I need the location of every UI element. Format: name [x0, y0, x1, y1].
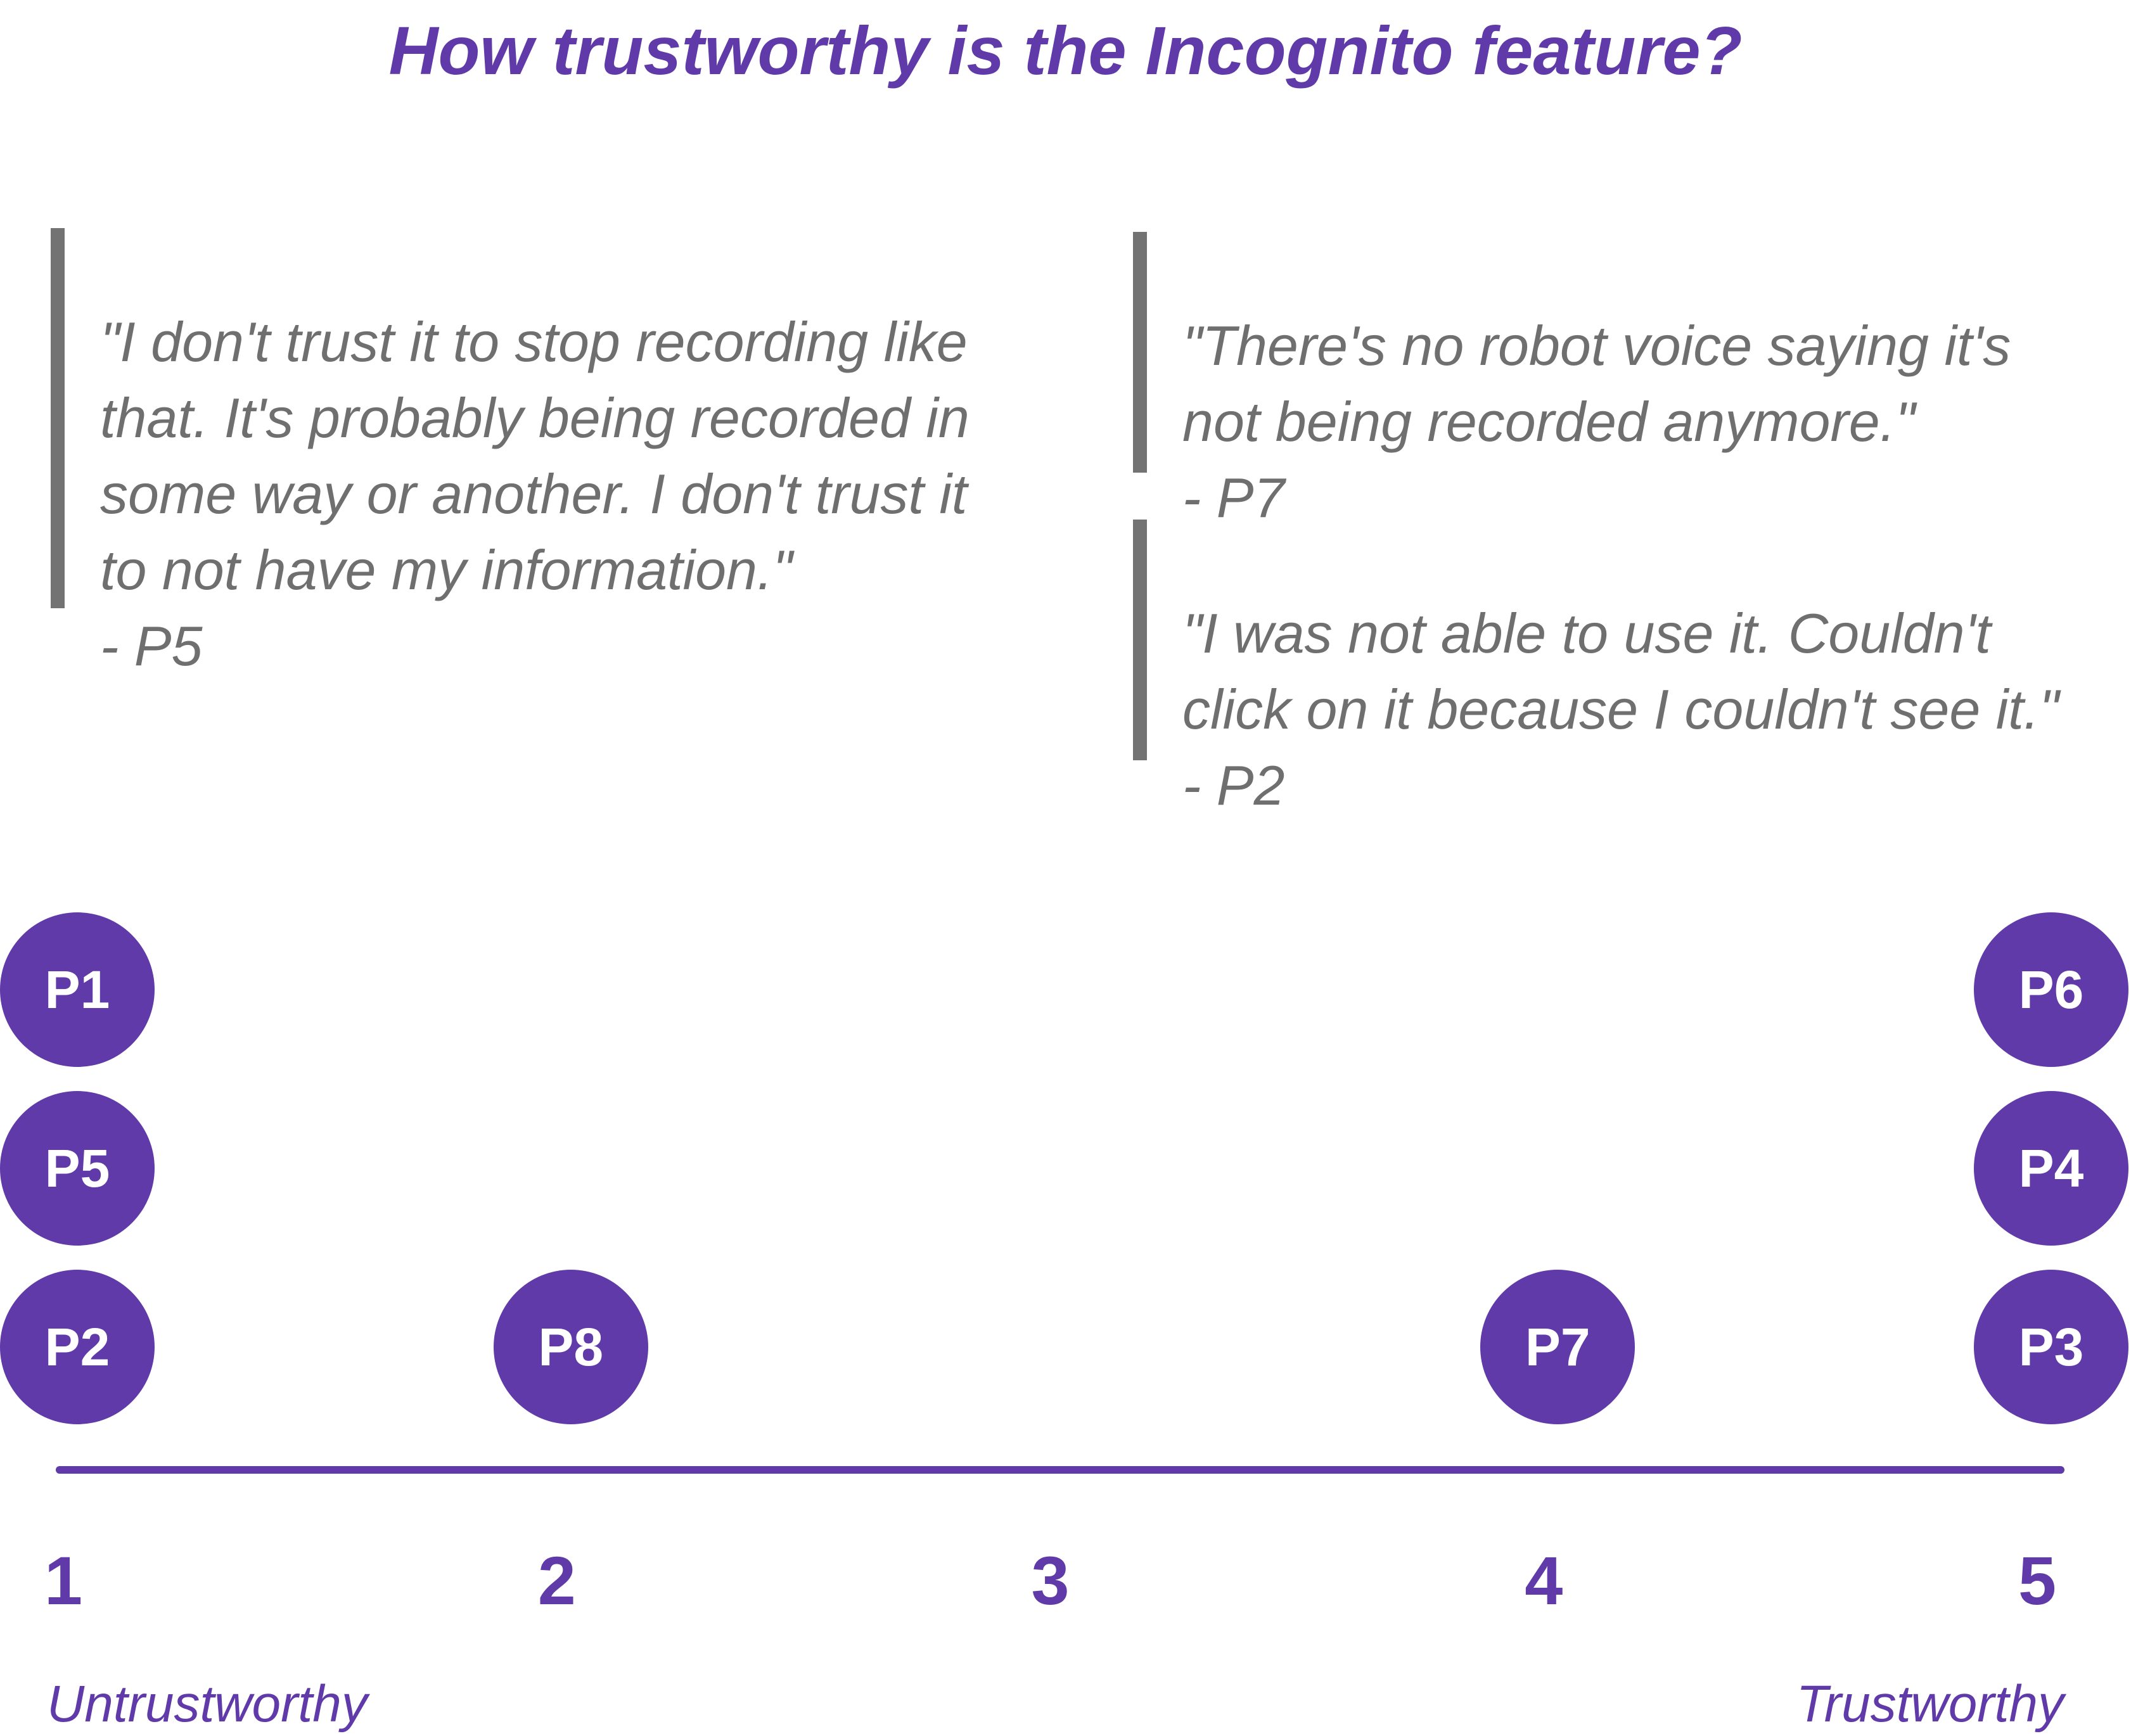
scale-tick-2: 2 [537, 1542, 576, 1619]
page-title: How trustworthy is the Incognito feature… [388, 12, 1743, 89]
quote-p2: "I was not able to use it. Couldn't clic… [1133, 520, 2121, 817]
quote-p5: "I don't trust it to stop recording like… [51, 228, 1065, 677]
quote-text: "I was not able to use it. Couldn't clic… [1182, 602, 2059, 741]
participant-marker-p2: P2 [0, 1270, 155, 1424]
quote-author: - P5 [100, 615, 203, 677]
participant-marker-p1: P1 [0, 912, 155, 1067]
scale-tick-3: 3 [1031, 1542, 1070, 1619]
quote-p7: "There's no robot voice saying it's not … [1133, 232, 2121, 529]
quote-text: "There's no robot voice saying it's not … [1182, 314, 2011, 453]
scale-axis-line [56, 1466, 2064, 1474]
scale-label-trustworthy: Trustworthy [1796, 1675, 2064, 1733]
participant-marker-p6: P6 [1974, 912, 2128, 1067]
scale-tick-1: 1 [44, 1542, 83, 1619]
quote-author: - P7 [1182, 466, 1285, 529]
scale-label-untrustworthy: Untrustworthy [47, 1675, 368, 1733]
quote-text: "I don't trust it to stop recording like… [100, 310, 970, 601]
participant-marker-p5: P5 [0, 1091, 155, 1246]
participant-marker-p8: P8 [493, 1270, 648, 1424]
participant-marker-p7: P7 [1480, 1270, 1635, 1424]
participant-marker-p4: P4 [1974, 1091, 2128, 1246]
quote-author: - P2 [1182, 754, 1285, 817]
scale-tick-4: 4 [1525, 1542, 1563, 1619]
scale-tick-5: 5 [2018, 1542, 2057, 1619]
participant-marker-p3: P3 [1974, 1270, 2128, 1424]
